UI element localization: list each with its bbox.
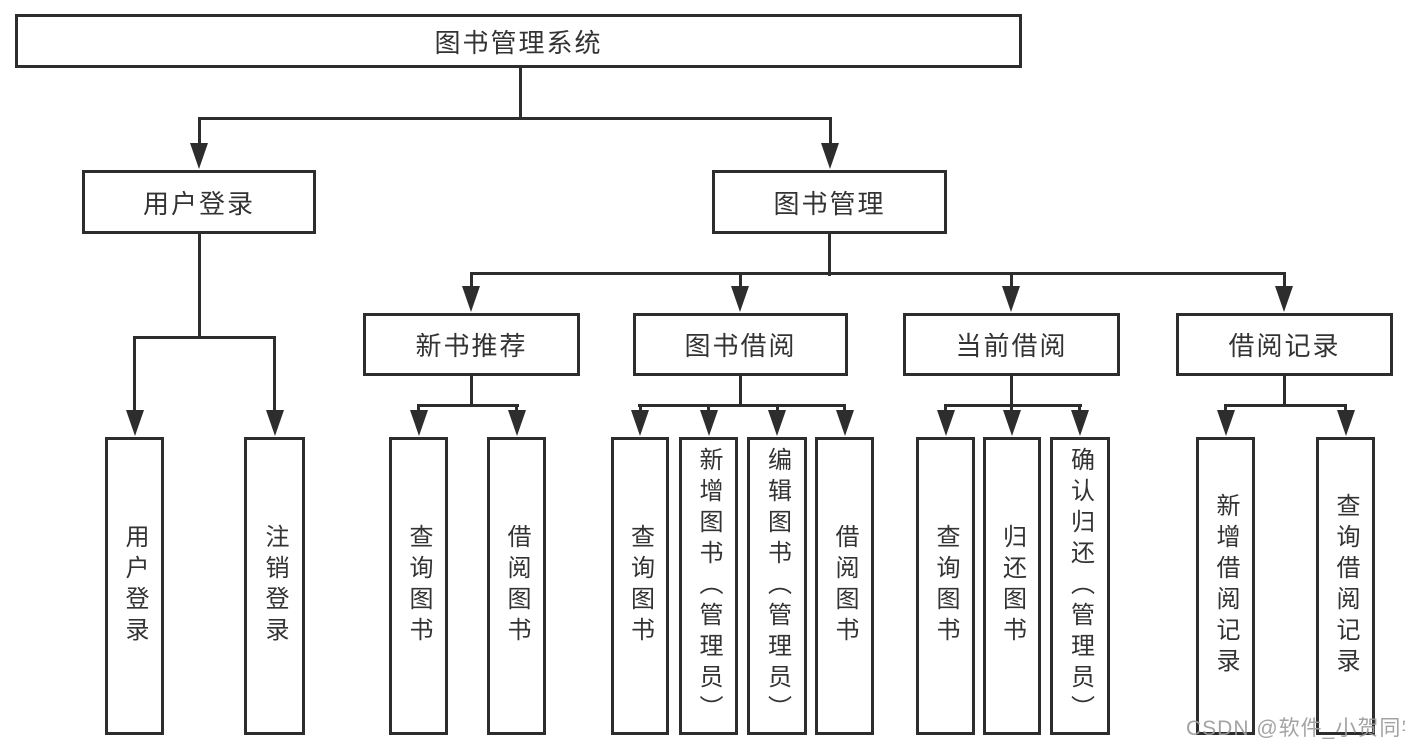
leaf-label: 注销登录	[261, 524, 288, 648]
arrowhead-down-icon	[508, 410, 526, 436]
leaf-current-return-books: 归还图书	[983, 437, 1041, 735]
connector-vline	[198, 234, 201, 339]
leaf-borrowing-add-books-admin: 新增图书（管理员）	[679, 437, 738, 735]
leaf-label: 用户登录	[121, 524, 148, 648]
leaf-records-query-borrow-record: 查询借阅记录	[1316, 437, 1375, 735]
leaf-logout: 注销登录	[244, 437, 305, 735]
connector-vline	[843, 404, 846, 414]
leaf-label: 查询图书	[405, 524, 432, 648]
node-book-borrowing: 图书借阅	[633, 313, 848, 376]
connector-vline	[470, 272, 473, 290]
connector-vline	[1344, 404, 1347, 414]
leaf-current-query-books: 查询图书	[916, 437, 975, 735]
csdn-watermark: CSDN @软件_小贺同学	[1186, 717, 1405, 740]
arrowhead-down-icon	[731, 286, 749, 312]
connector-vline	[944, 404, 947, 414]
connector-vline	[133, 336, 136, 414]
node-label: 借阅记录	[1228, 331, 1341, 361]
node-user-login: 用户登录	[82, 170, 316, 234]
arrowhead-down-icon	[937, 410, 955, 436]
arrowhead-down-icon	[126, 410, 144, 436]
node-root: 图书管理系统	[15, 14, 1022, 68]
leaf-newrec-borrow-books: 借阅图书	[487, 437, 546, 735]
leaf-label: 查询图书	[626, 524, 654, 648]
leaf-label: 新增借阅记录	[1212, 493, 1239, 679]
connector-vline	[1010, 272, 1013, 290]
connector-hline	[198, 117, 832, 120]
node-borrow-records: 借阅记录	[1176, 313, 1393, 376]
connector-vline	[198, 117, 201, 145]
leaf-records-add-borrow-record: 新增借阅记录	[1196, 437, 1255, 735]
leaf-label: 查询借阅记录	[1332, 493, 1359, 679]
leaf-label: 新增图书（管理员）	[695, 446, 722, 726]
connector-vline	[829, 117, 832, 145]
node-label: 图书借阅	[684, 331, 797, 361]
leaf-label: 编辑图书（管理员）	[763, 446, 791, 726]
arrowhead-down-icon	[1002, 286, 1020, 312]
connector-vline	[519, 66, 522, 119]
arrowhead-down-icon	[1217, 410, 1235, 436]
connector-vline	[1078, 404, 1081, 414]
arrowhead-down-icon	[462, 286, 480, 312]
arrowhead-down-icon	[631, 410, 649, 436]
connector-vline	[1224, 404, 1227, 414]
connector-vline	[1283, 376, 1286, 407]
connector-vline	[1010, 376, 1013, 407]
arrowhead-down-icon	[1071, 410, 1089, 436]
connector-vline	[417, 404, 420, 414]
arrowhead-down-icon	[266, 410, 284, 436]
connector-vline	[707, 404, 710, 414]
connector-vline	[1283, 272, 1286, 290]
leaf-label: 借阅图书	[503, 524, 530, 648]
connector-vline	[1010, 404, 1013, 414]
leaf-borrowing-borrow-books: 借阅图书	[815, 437, 874, 735]
arrowhead-down-icon	[410, 410, 428, 436]
connector-vline	[639, 404, 642, 414]
connector-vline	[273, 336, 276, 414]
leaf-label: 确认归还（管理员）	[1066, 446, 1094, 726]
connector-hline	[944, 404, 1082, 407]
arrowhead-down-icon	[1275, 286, 1293, 312]
leaf-label: 归还图书	[998, 524, 1026, 648]
node-root-label: 图书管理系统	[434, 27, 603, 58]
arrowhead-down-icon	[821, 143, 839, 169]
leaf-label: 借阅图书	[831, 524, 858, 648]
leaf-user-login: 用户登录	[105, 437, 164, 735]
connector-hline	[470, 272, 1286, 275]
connector-vline	[776, 404, 779, 414]
arrowhead-down-icon	[190, 143, 208, 169]
arrowhead-down-icon	[1337, 410, 1355, 436]
arrowhead-down-icon	[700, 410, 718, 436]
leaf-newrec-query-books: 查询图书	[389, 437, 448, 735]
leaf-label: 查询图书	[932, 524, 959, 648]
node-label: 新书推荐	[415, 331, 528, 361]
connector-vline	[470, 376, 473, 407]
node-label: 用户登录	[142, 188, 255, 219]
connector-vline	[515, 404, 518, 414]
leaf-borrowing-query-books: 查询图书	[611, 437, 669, 735]
node-label: 当前借阅	[955, 331, 1068, 361]
connector-vline	[739, 376, 742, 407]
node-label: 图书管理	[773, 188, 886, 219]
connector-vline	[739, 272, 742, 290]
connector-hline	[417, 404, 519, 407]
connector-hline	[1224, 404, 1347, 407]
leaf-current-confirm-return-admin: 确认归还（管理员）	[1050, 437, 1110, 735]
arrowhead-down-icon	[768, 410, 786, 436]
connector-hline	[133, 336, 276, 339]
node-book-management: 图书管理	[712, 170, 947, 234]
arrowhead-down-icon	[1003, 410, 1021, 436]
node-current-borrowing: 当前借阅	[903, 313, 1120, 376]
connector-vline	[828, 234, 831, 276]
connector-hline	[638, 404, 846, 407]
leaf-borrowing-edit-books-admin: 编辑图书（管理员）	[747, 437, 807, 735]
node-new-book-recommend: 新书推荐	[363, 313, 580, 376]
arrowhead-down-icon	[836, 410, 854, 436]
